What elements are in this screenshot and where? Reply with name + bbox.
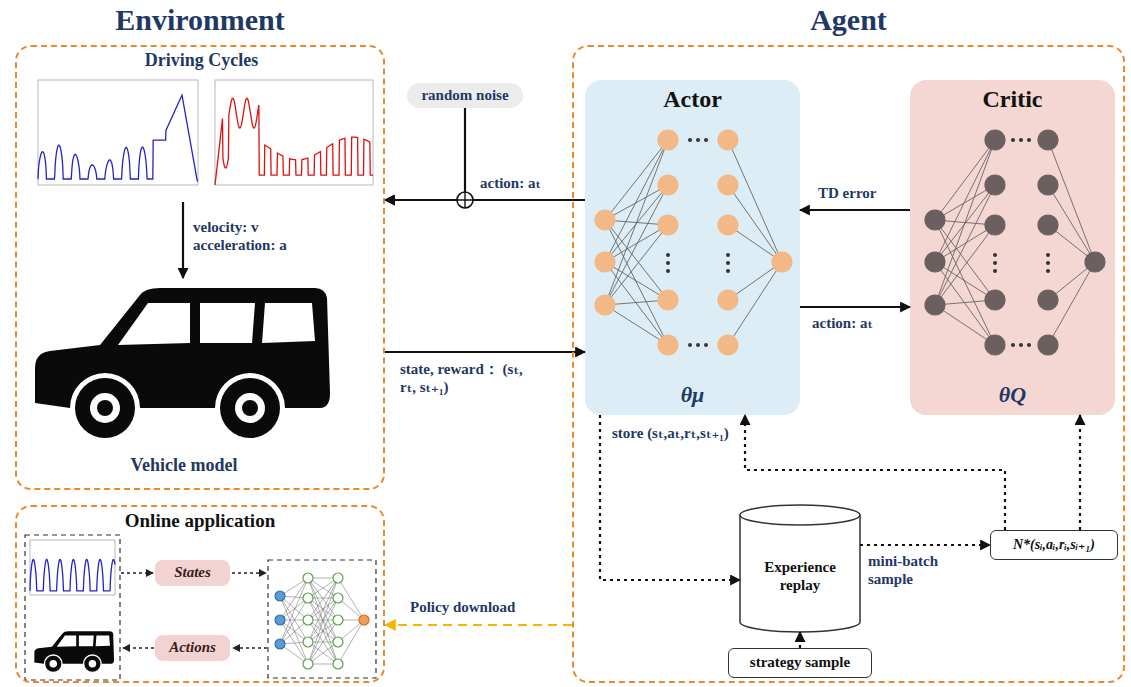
box-title: Actor <box>663 86 722 114</box>
states-pill: States <box>155 560 230 586</box>
dashed-arrow <box>1079 415 1081 530</box>
node-label: Online application <box>125 510 275 532</box>
region-heading: Agent <box>574 3 1123 38</box>
node-label: Actions <box>169 639 216 656</box>
driving-cycles-panel: Driving Cycles <box>25 50 378 202</box>
edge-label: mini-batch sample <box>868 552 958 588</box>
edge-label: velocity: v acceleration: a <box>193 218 318 254</box>
noise-pill: random noise <box>407 83 523 108</box>
edge-label: action: aₜ <box>480 174 570 192</box>
dashed-arrow <box>860 544 990 546</box>
dashed-arrow <box>799 632 801 648</box>
strategy-sample-box: strategy sample <box>728 648 872 678</box>
online-vehicle <box>34 631 114 672</box>
edge-label: Policy download <box>410 598 570 616</box>
experience-replay-store: Experience replay <box>740 505 860 632</box>
edge-label: state, reward： (sₜ, rₜ, sₜ₊₁) <box>400 360 530 396</box>
driving-cycle-charts <box>30 80 373 595</box>
edge-label: store (sₜ,aₜ,rₜ,sₜ₊₁) <box>612 424 737 442</box>
flow-arrow <box>800 209 910 211</box>
region-heading: Environment <box>17 3 383 38</box>
node-label: N*(sᵢ,aᵢ,rᵢ,sᵢ₊₁) <box>1013 537 1095 553</box>
environment-region: EnvironmentDriving CyclesVehicle model <box>15 45 385 490</box>
download-arrow <box>385 624 572 626</box>
agent-region: AgentActorθμCriticθQExperience replayN*(… <box>572 45 1125 683</box>
node-label: strategy sample <box>750 654 850 671</box>
node-label: Experience replay <box>746 559 854 594</box>
critic-fill <box>910 80 1115 415</box>
actions-pill: Actions <box>155 635 230 661</box>
parameter-symbol: θQ <box>999 382 1026 407</box>
dashed-arrow <box>745 415 1005 530</box>
actor-fill <box>585 80 800 415</box>
mini-batch-box: N*(sᵢ,aᵢ,rᵢ,sᵢ₊₁) <box>990 530 1118 560</box>
edge-label: TD error <box>818 184 908 202</box>
online-network-frame <box>268 560 376 678</box>
online-input-frame <box>25 535 120 680</box>
box-title: Critic <box>983 86 1043 114</box>
flow-arrow <box>182 202 184 278</box>
parameter-symbol: θμ <box>681 382 705 407</box>
node-label: random noise <box>421 87 508 104</box>
vehicle-silhouette <box>35 288 330 438</box>
critic-network-box: Critic θQ <box>910 80 1115 415</box>
edge-label: action: aₜ <box>812 314 907 332</box>
node-label: States <box>174 564 211 581</box>
flow-arrow <box>385 351 585 353</box>
node-label: Driving Cycles <box>145 50 258 71</box>
replay-cylinder-top <box>740 505 860 525</box>
actor-network-box: Actor θμ <box>585 80 800 415</box>
flow-arrow <box>800 306 910 308</box>
replay-cylinder <box>740 515 860 632</box>
node-label: Vehicle model <box>131 455 238 476</box>
online-application-region: Online applicationStatesActions <box>15 505 385 683</box>
summing-junction <box>457 192 473 208</box>
neural-networks <box>275 130 1105 669</box>
flow-arrow <box>385 108 465 200</box>
dashed-arrow <box>600 415 740 580</box>
vehicle-model: Vehicle model <box>28 278 340 482</box>
